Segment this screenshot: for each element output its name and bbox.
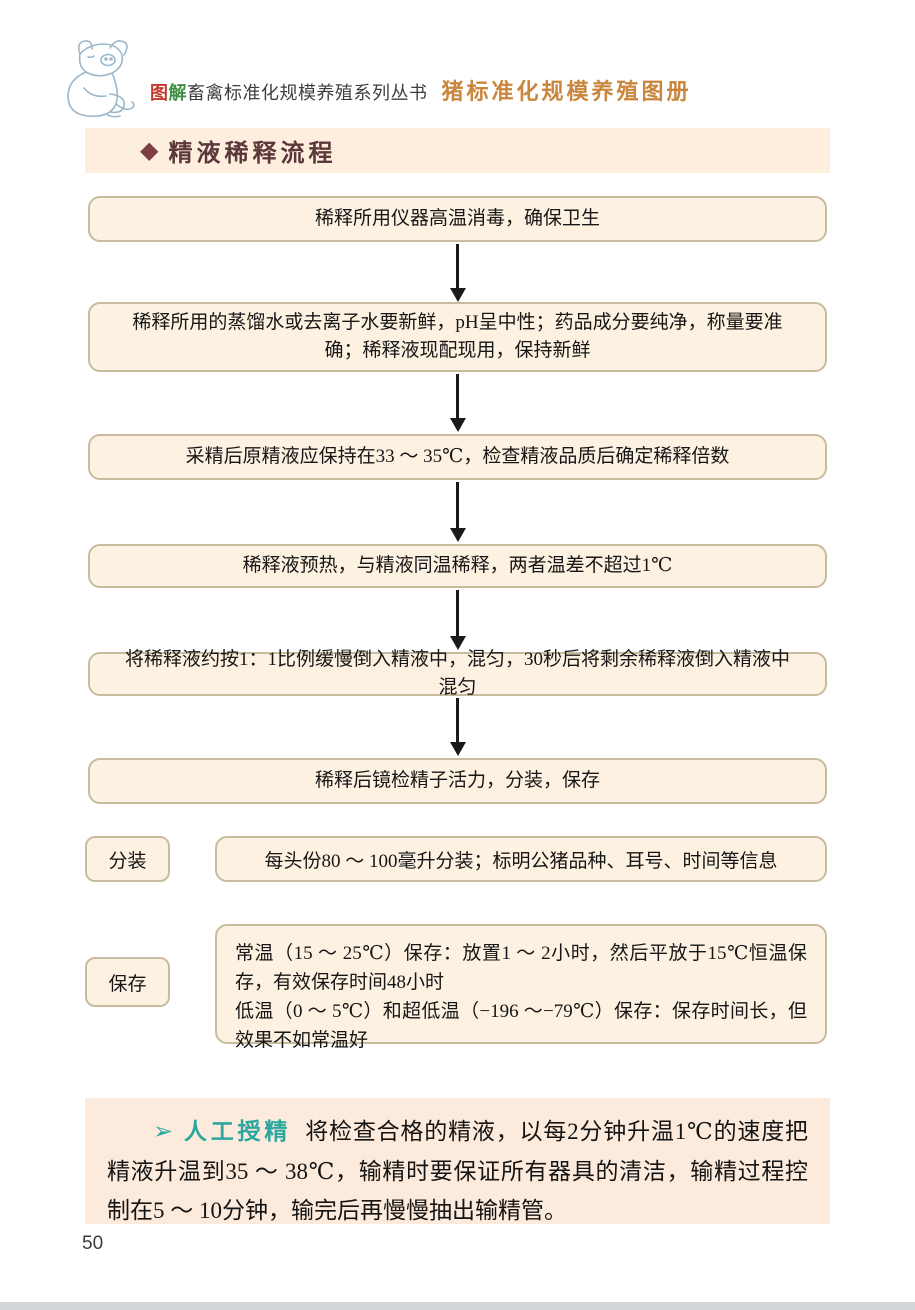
detail-baocun-line1: 常温（15 ～ 25℃）保存：放置1 ～ 2小时，然后平放于15℃恒温保存，有效… (235, 943, 807, 993)
page-bottom-edge (0, 1302, 915, 1310)
logo-char-jie: 解 (168, 83, 187, 103)
flow-step-5-text: 将稀释液约按1：1比例缓慢倒入精液中，混匀，30秒后将剩余稀释液倒入精液中混匀 (124, 649, 790, 698)
flow-step-6-text: 稀释后镜检精子活力，分装，保存 (314, 770, 600, 791)
series-name-text: 畜禽标准化规模养殖系列丛书 (187, 83, 428, 103)
label-fenzhuang: 分装 (85, 836, 170, 882)
flow-step-2: 稀释所用的蒸馏水或去离子水要新鲜，pH呈中性；药品成分要纯净，称量要准确；稀释液… (88, 302, 827, 372)
diamond-bullet-icon: ◆ (140, 137, 159, 164)
detail-baocun: 常温（15 ～ 25℃）保存：放置1 ～ 2小时，然后平放于15℃恒温保存，有效… (215, 924, 827, 1051)
flow-step-1: 稀释所用仪器高温消毒，确保卫生 (88, 196, 827, 242)
flow-step-1-text: 稀释所用仪器高温消毒，确保卫生 (314, 208, 600, 229)
flow-step-6: 稀释后镜检精子活力，分装，保存 (88, 758, 827, 804)
label-fenzhuang-text: 分装 (108, 850, 147, 872)
flow-arrow-down (88, 698, 827, 756)
flow-step-5: 将稀释液约按1：1比例缓慢倒入精液中，混匀，30秒后将剩余稀释液倒入精液中混匀 (88, 649, 827, 698)
arrow-bullet-icon: ➢ (153, 1119, 174, 1145)
series-name: 图解畜禽标准化规模养殖系列丛书 (150, 79, 428, 105)
logo-char-tu: 图 (150, 83, 169, 103)
flow-step-4-text: 稀释液预热，与精液同温稀释，两者温差不超过1℃ (242, 555, 673, 576)
section-title: 精液稀释流程 (168, 141, 337, 167)
note-keyword: 人工授精 (183, 1119, 292, 1144)
flow-step-3: 采精后原精液应保持在33 ～ 35℃，检查精液品质后确定稀释倍数 (88, 434, 827, 480)
flow-step-2-text: 稀释所用的蒸馏水或去离子水要新鲜，pH呈中性；药品成分要纯净，称量要准确；稀释液… (132, 312, 783, 361)
label-baocun: 保存 (85, 957, 170, 1007)
pig-mascot-logo (67, 40, 135, 118)
flow-arrow-down (88, 374, 827, 432)
book-title: 猪标准化规模养殖图册 (441, 79, 692, 104)
flow-step-4: 稀释液预热，与精液同温稀释，两者温差不超过1℃ (88, 544, 827, 588)
section-title-band: ◆ 精液稀释流程 (85, 128, 830, 173)
detail-fenzhuang: 每头份80 ～ 100毫升分装；标明公猪品种、耳号、时间等信息 (215, 836, 827, 882)
flow-arrow-down (88, 244, 827, 302)
flow-arrow-down (88, 482, 827, 542)
note-text: 将检查合格的精液，以每2分钟升温1℃的速度把精液升温到35 ～ 38℃，输精时要… (107, 1119, 809, 1223)
page-number: 50 (82, 1233, 104, 1254)
label-baocun-text: 保存 (108, 973, 147, 995)
page-header: 图解畜禽标准化规模养殖系列丛书 猪标准化规模养殖图册 (58, 36, 692, 120)
detail-baocun-line2: 低温（0 ～ 5℃）和超低温（−196 ～−79℃）保存：保存时间长，但效果不如… (235, 1001, 807, 1051)
note-paragraph: ➢ 人工授精将检查合格的精液，以每2分钟升温1℃的速度把精液升温到35 ～ 38℃… (85, 1098, 830, 1224)
detail-fenzhuang-text: 每头份80 ～ 100毫升分装；标明公猪品种、耳号、时间等信息 (264, 850, 778, 872)
flow-step-3-text: 采精后原精液应保持在33 ～ 35℃，检查精液品质后确定稀释倍数 (185, 446, 730, 467)
flow-arrow-down (88, 590, 827, 650)
